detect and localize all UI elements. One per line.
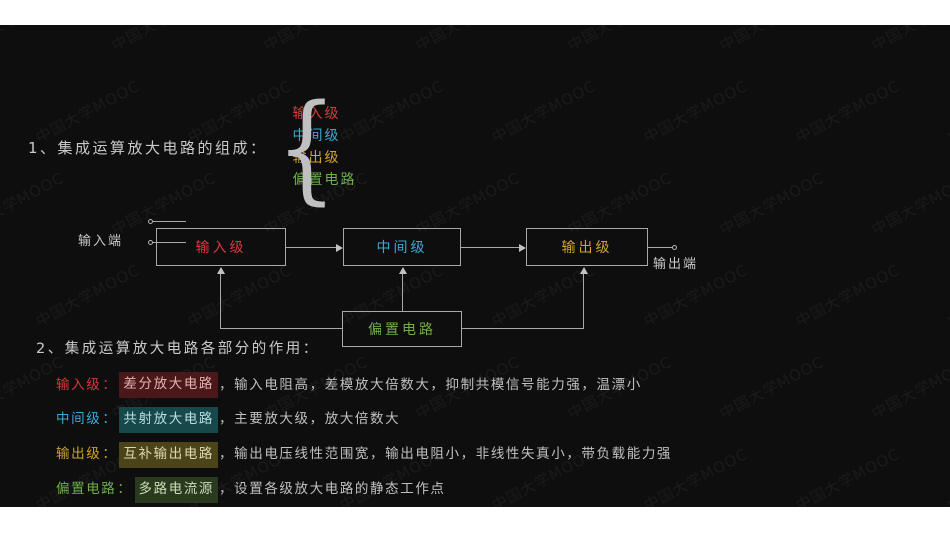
input-port-label: 输入端	[78, 234, 124, 249]
wire-output	[648, 247, 673, 248]
diagram-block-input-stage-label: 输入级	[195, 240, 247, 256]
role-desc-output-stage: ，输出电压线性范围宽，输出电阻小，非线性失真小，带负载能力强	[219, 446, 673, 463]
role-name-bias-circuit: 偏置电路	[56, 481, 117, 498]
diagram-block-middle-stage-label: 中间级	[376, 240, 428, 256]
letterbox-bottom	[0, 507, 950, 535]
role-colon-output-stage: ：	[102, 446, 118, 463]
arrow-bias-to-middle	[398, 267, 407, 274]
diagram-block-output-stage-label: 输出级	[561, 240, 613, 256]
role-colon-input-stage: ：	[102, 376, 118, 393]
wire-bias-to-middle-vert	[402, 274, 403, 312]
diagram-block-input-stage: 输入级	[156, 228, 286, 266]
wire-middle-to-output	[461, 247, 519, 248]
diagram-block-middle-stage: 中间级	[343, 228, 461, 266]
role-desc-bias-circuit: ，设置各级放大电路的静态工作点	[219, 481, 446, 498]
stage-list: 输入级 中间级 输出级 偏置电路	[293, 93, 357, 201]
arrow-bias-to-input	[216, 267, 225, 274]
wire-bias-to-input-vert	[220, 274, 221, 329]
role-key-middle-stage: 共射放大电路	[119, 406, 219, 433]
arrow-middle-to-output	[519, 243, 526, 252]
role-key-bias-circuit: 多路电流源	[134, 476, 219, 503]
role-desc-middle-stage: ，主要放大级，放大倍数大	[219, 411, 401, 428]
wire-bias-to-output-vert	[583, 274, 584, 329]
content-layer: 1、集成运算放大电路的组成： { 输入级 中间级 输出级 偏置电路 输入端	[0, 25, 950, 507]
letterbox-top	[0, 0, 950, 25]
wire-bias-right	[462, 328, 584, 329]
section-one: 1、集成运算放大电路的组成： { 输入级 中间级 输出级 偏置电路	[28, 88, 357, 206]
output-terminal	[672, 245, 677, 250]
wire-input-bottom	[153, 242, 186, 243]
curly-brace-icon: {	[276, 77, 337, 216]
wire-input-to-middle	[286, 247, 336, 248]
section-two-heading: 2、集成运算放大电路各部分的作用：	[36, 341, 320, 357]
input-terminal-bottom	[148, 240, 153, 245]
role-row-output-stage: 输出级 ： 互补输出电路 ，输出电压线性范围宽，输出电阻小，非线性失真小，带负载…	[56, 441, 928, 468]
diagram-block-bias-circuit-label: 偏置电路	[368, 322, 436, 338]
role-name-output-stage: 输出级	[56, 446, 102, 463]
wire-input-top	[153, 221, 186, 222]
role-row-middle-stage: 中间级 ： 共射放大电路 ，主要放大级，放大倍数大	[56, 406, 928, 433]
block-diagram: 输入端 输入级 中间级 输出级 偏置电路	[0, 190, 950, 347]
role-colon-bias-circuit: ：	[117, 481, 133, 498]
input-terminal-top	[148, 219, 153, 224]
diagram-block-output-stage: 输出级	[526, 228, 648, 266]
wire-bias-left	[220, 328, 342, 329]
stage-list-item-bias: 偏置电路	[292, 172, 357, 188]
section-two: 2、集成运算放大电路各部分的作用： 输入级 ： 差分放大电路 ，输入电阻高，差模…	[28, 337, 928, 503]
stage-list-item-input: 输入级	[292, 106, 341, 122]
role-rows: 输入级 ： 差分放大电路 ，输入电阻高，差模放大倍数大，抑制共模信号能力强，温漂…	[56, 372, 928, 503]
role-row-bias-circuit: 偏置电路 ： 多路电流源 ，设置各级放大电路的静态工作点	[56, 476, 928, 503]
role-key-output-stage: 互补输出电路	[119, 441, 219, 468]
role-row-input-stage: 输入级 ： 差分放大电路 ，输入电阻高，差模放大倍数大，抑制共模信号能力强，温漂…	[56, 372, 928, 398]
role-key-input-stage: 差分放大电路	[119, 372, 219, 398]
arrow-bias-to-output	[579, 267, 588, 274]
section-one-heading: 1、集成运算放大电路的组成：	[28, 138, 268, 157]
brace-group: {	[269, 88, 336, 206]
role-colon-middle-stage: ：	[102, 411, 118, 428]
role-desc-input-stage: ，输入电阻高，差模放大倍数大，抑制共模信号能力强，温漂小	[219, 376, 642, 393]
role-name-middle-stage: 中间级	[56, 411, 102, 428]
stage-list-item-middle: 中间级	[292, 128, 341, 144]
arrow-input-to-middle	[336, 243, 343, 252]
output-port-label: 输出端	[653, 257, 699, 272]
stage-list-item-output: 输出级	[292, 150, 341, 166]
role-name-input-stage: 输入级	[56, 376, 102, 393]
